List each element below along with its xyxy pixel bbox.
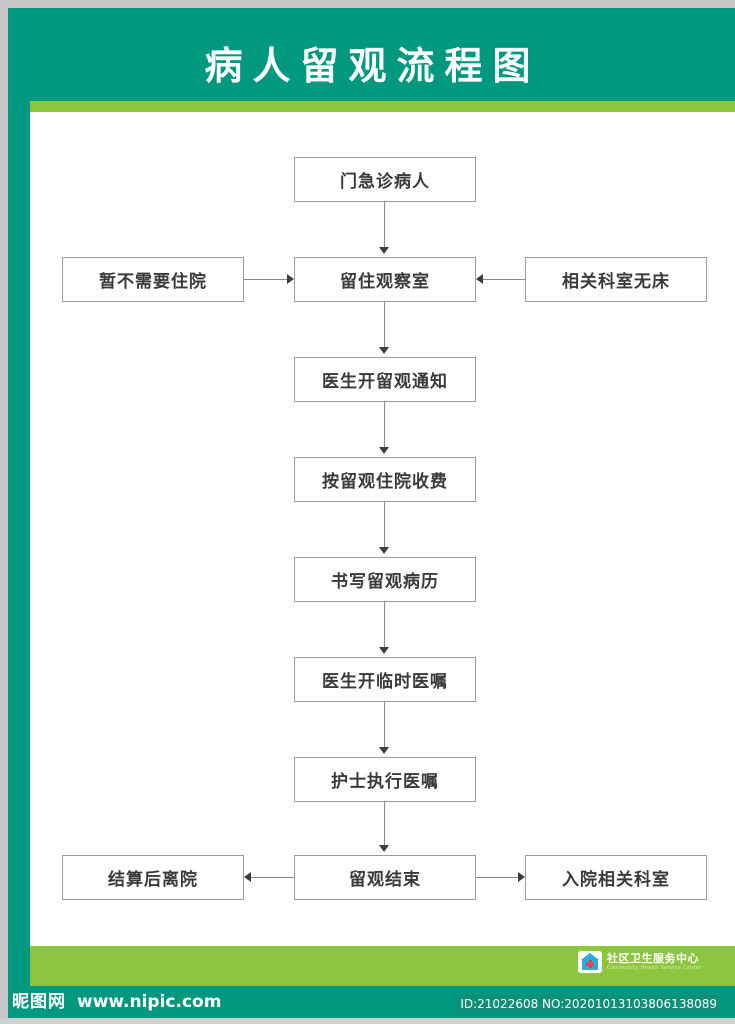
arrowhead-n2l-n2-icon	[287, 274, 294, 284]
flow-node-write-observation-record[interactable]: 书写留观病历	[294, 557, 476, 602]
arrowhead-n3-n4-icon	[379, 447, 389, 454]
health-center-house-icon	[578, 951, 602, 973]
flow-node-doctor-issues-observation-notice[interactable]: 医生开留观通知	[294, 357, 476, 402]
connector-n2-n3	[384, 302, 385, 350]
green-accent-bar-bottom	[30, 946, 735, 986]
arrowhead-n4-n5-icon	[379, 547, 389, 554]
flow-node-no-admission-needed[interactable]: 暂不需要住院	[62, 257, 244, 302]
flow-node-nurse-executes-orders[interactable]: 护士执行医嘱	[294, 757, 476, 802]
arrowhead-n2-n3-icon	[379, 347, 389, 354]
organization-logo: 社区卫生服务中心 Community Health Service Center	[578, 949, 702, 975]
logo-label-cn: 社区卫生服务中心	[607, 951, 699, 965]
logo-label-en: Community Health Service Center	[607, 964, 702, 971]
connector-n2r-n2	[482, 279, 525, 280]
flow-node-doctor-issues-temporary-orders[interactable]: 医生开临时医嘱	[294, 657, 476, 702]
connector-n1-n2	[384, 202, 385, 250]
flow-node-outpatient-emergency-patient[interactable]: 门急诊病人	[294, 157, 476, 202]
bottom-frame-edge	[0, 1018, 735, 1024]
green-accent-bar-top	[30, 101, 735, 112]
flow-node-observation-ends[interactable]: 留观结束	[294, 855, 476, 900]
arrowhead-n8-n8l-icon	[244, 872, 251, 882]
arrowhead-n5-n6-icon	[379, 647, 389, 654]
watermark-id-text: ID:21022608 NO:20201013103806138089	[456, 995, 721, 1013]
arrowhead-n6-n7-icon	[379, 747, 389, 754]
arrowhead-n8-n8r-icon	[518, 872, 525, 882]
connector-n8-n8l	[250, 877, 294, 878]
flow-node-admit-to-department[interactable]: 入院相关科室	[525, 855, 707, 900]
flow-node-billing-as-inpatient[interactable]: 按留观住院收费	[294, 457, 476, 502]
page-title: 病人留观流程图	[204, 44, 541, 88]
flowchart-canvas	[30, 112, 735, 946]
flow-node-no-bed-available[interactable]: 相关科室无床	[525, 257, 707, 302]
connector-n7-n8	[384, 802, 385, 848]
connector-n6-n7	[384, 702, 385, 750]
arrowhead-n1-n2-icon	[379, 247, 389, 254]
watermark-site-name: 昵图网	[12, 992, 66, 1012]
connector-n4-n5	[384, 502, 385, 550]
arrowhead-n7-n8-icon	[379, 845, 389, 852]
connector-n5-n6	[384, 602, 385, 650]
arrowhead-n2r-n2-icon	[476, 274, 483, 284]
connector-n8-n8r	[476, 877, 519, 878]
watermark-url[interactable]: www.nipic.com	[77, 992, 222, 1012]
flow-node-discharge-after-settlement[interactable]: 结算后离院	[62, 855, 244, 900]
connector-n2l-n2	[244, 279, 288, 280]
connector-n3-n4	[384, 402, 385, 450]
flow-node-observation-room[interactable]: 留住观察室	[294, 257, 476, 302]
